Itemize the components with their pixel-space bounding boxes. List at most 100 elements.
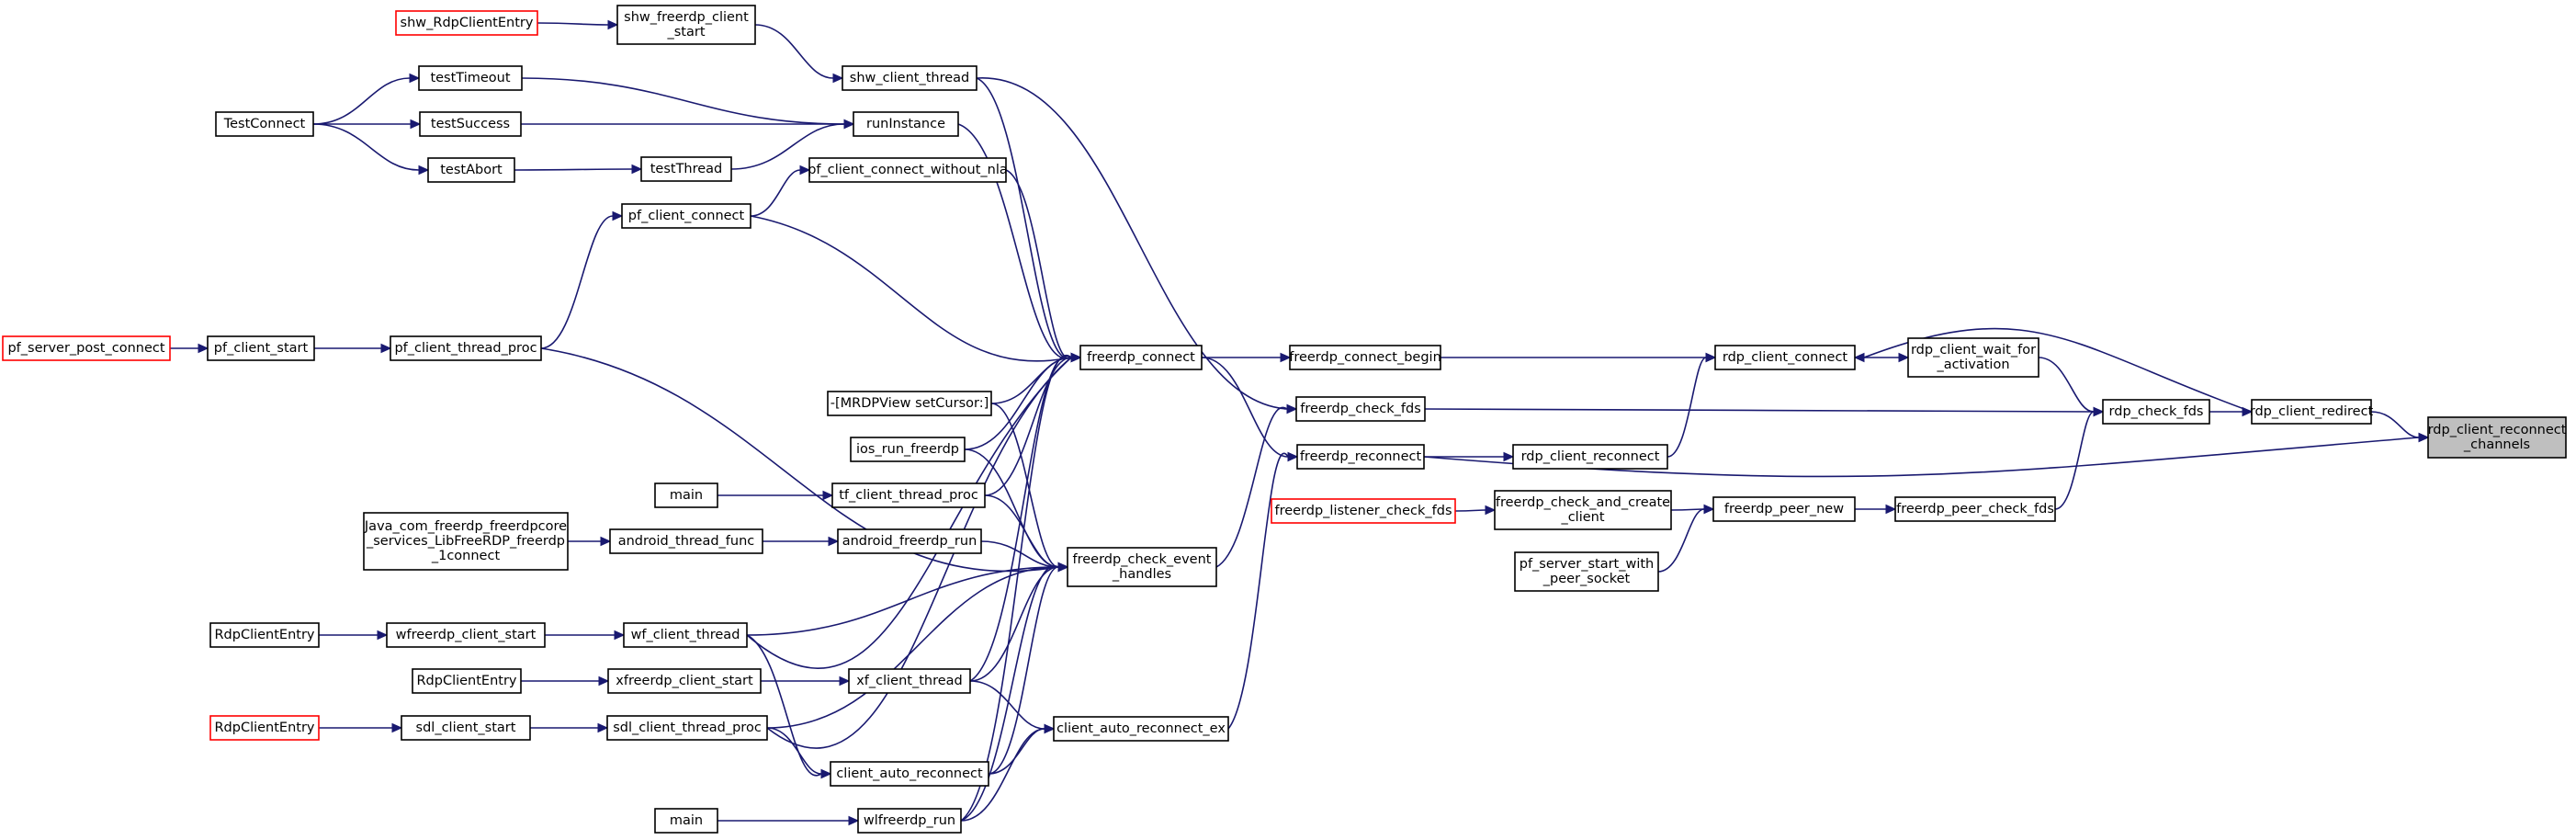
node-TestConnect[interactable]: TestConnect [215, 111, 314, 137]
node-label: testAbort [440, 163, 503, 177]
node-label: _channels [2463, 437, 2530, 452]
edge-wf_client_thread-to-freerdp_check_event_handles [746, 562, 1069, 636]
node-testThread[interactable]: testThread [640, 156, 732, 182]
node-box [427, 157, 515, 183]
node-box [830, 761, 989, 787]
arrowhead [1703, 504, 1715, 515]
node-freerdp-listener-check-fds[interactable]: freerdp_listener_check_fds [1271, 498, 1456, 524]
node-box [1295, 396, 1426, 422]
edge-rdp_client_connect-to-rdp_client_wait_for_activation [1855, 352, 1910, 363]
node-box [1514, 551, 1659, 592]
node-freerdp-reconnect[interactable]: freerdp_reconnect [1296, 444, 1425, 470]
node-box [207, 335, 315, 361]
node-freerdp-peer-new[interactable]: freerdp_peer_new [1712, 496, 1856, 522]
node-label: tf_client_thread_proc [839, 488, 978, 503]
edge-wfreerdp_client_start-to-wf_client_thread [545, 630, 626, 641]
edge-line [754, 24, 834, 79]
node-rdpclient-s[interactable]: RdpClientEntry [209, 715, 320, 741]
node-sdl-client-start[interactable]: sdl_client_start [401, 715, 531, 741]
node-main-tf[interactable]: main [654, 482, 718, 508]
node-main-wl[interactable]: main [654, 808, 718, 834]
node-xfreerdp-client-start[interactable]: xfreerdp_client_start [607, 668, 762, 694]
node-pf-server-start-with-peer-socket[interactable]: pf_server_start_with_peer_socket [1514, 551, 1659, 592]
node-label: client_auto_reconnect_ex [1056, 721, 1226, 736]
arrowhead [799, 165, 811, 176]
node-freerdp-check-and-create-client[interactable]: freerdp_check_and_create_client [1494, 490, 1672, 530]
node-rdp-client-redirect[interactable]: rdp_client_redirect [2250, 399, 2374, 425]
node-rdp-check-fds[interactable]: rdp_check_fds [2102, 399, 2210, 425]
node-label: RdpClientEntry [214, 721, 314, 735]
node-label: rdp_client_wait_for [1911, 343, 2036, 358]
node-label: client_auto_reconnect [836, 766, 983, 781]
node-runInstance[interactable]: runInstance [853, 111, 959, 137]
edge-line [976, 77, 1072, 359]
node-shw-freerdp-client-start[interactable]: shw_freerdp_client_start [616, 5, 756, 45]
node-box [390, 335, 542, 361]
node-label: _client [1560, 510, 1604, 525]
node-shw-client-thread[interactable]: shw_client_thread [842, 65, 977, 91]
node-box [1907, 337, 2039, 378]
node-label: main [670, 813, 703, 828]
node-freerdp-check-fds[interactable]: freerdp_check_fds [1295, 396, 1426, 422]
node-pf-client-start[interactable]: pf_client_start [207, 335, 315, 361]
node-ios-run-freerdp[interactable]: ios_run_freerdp [850, 437, 966, 462]
node-freerdp-check-event-handles[interactable]: freerdp_check_event_handles [1067, 547, 1217, 587]
edge-line [766, 727, 822, 775]
edge-line [964, 357, 1072, 450]
node-client-auto-reconnect[interactable]: client_auto_reconnect [830, 761, 989, 787]
node-android-freerdp-run[interactable]: android_freerdp_run [837, 528, 982, 554]
edge-line [969, 566, 1059, 682]
node-label: shw_RdpClientEntry [401, 16, 534, 30]
node-testAbort[interactable]: testAbort [427, 157, 515, 183]
node-testTimeout[interactable]: testTimeout [418, 65, 523, 91]
edge-sdl_client_start-to-sdl_client_thread_proc [529, 722, 609, 733]
edge-freerdp_connect-to-freerdp_reconnect [1201, 357, 1299, 462]
node-pf-client-thread-proc[interactable]: pf_client_thread_proc [390, 335, 542, 361]
node-pf-client-connect-without-nla[interactable]: pf_client_connect_without_nla [808, 157, 1008, 183]
node-pf-server-post-connect[interactable]: pf_server_post_connect [2, 335, 171, 361]
edge-freerdp_connect-to-freerdp_connect_begin [1202, 352, 1292, 363]
node-java-connect[interactable]: Java_com_freerdp_freerdpcore_services_Li… [363, 512, 569, 571]
node-wf-client-thread[interactable]: wf_client_thread [623, 622, 748, 648]
node-label: rdp_client_reconnect [2428, 423, 2567, 437]
node-pf-client-connect[interactable]: pf_client_connect [621, 203, 751, 229]
node-root[interactable]: rdp_client_reconnect_channels [2427, 416, 2567, 459]
node-freerdp-connect[interactable]: freerdp_connect [1079, 345, 1203, 370]
node-rdp-client-connect[interactable]: rdp_client_connect [1714, 345, 1856, 370]
edge-pf_client_connect-to-pf_client_connect_without_nla [750, 165, 811, 217]
node-wfreerdp-client-start[interactable]: wfreerdp_client_start [386, 622, 546, 648]
node-label: wf_client_thread [631, 628, 740, 642]
node-label: freerdp_check_and_create [1496, 495, 1670, 510]
node-box [848, 668, 971, 694]
node-freerdp-peer-check-fds[interactable]: freerdp_peer_check_fds [1894, 496, 2056, 522]
node-box [1289, 345, 1441, 370]
node-wlfreerdp-run[interactable]: wlfreerdp_run [857, 808, 962, 834]
node-sdl-client-thread-proc[interactable]: sdl_client_thread_proc [606, 715, 768, 741]
node-tf-client-thread-proc[interactable]: tf_client_thread_proc [831, 482, 986, 508]
node-rdp-client-reconnect[interactable]: rdp_client_reconnect [1512, 444, 1668, 470]
node-android-thread-func[interactable]: android_thread_func [609, 528, 763, 554]
edge-testTimeout-to-runInstance [521, 77, 855, 130]
node-box [606, 715, 768, 741]
node-rdp-client-wait-for-activation[interactable]: rdp_client_wait_for_activation [1907, 337, 2039, 378]
node-mrdpview-setcursor[interactable]: -[MRDPView setCursor:] [827, 391, 992, 416]
node-label: rdp_client_reconnect [1521, 449, 1660, 464]
node-box [808, 157, 1007, 183]
node-client-auto-reconnect-ex[interactable]: client_auto_reconnect_ex [1053, 716, 1229, 742]
node-label: Java_com_freerdp_freerdpcore [364, 519, 567, 534]
edge-pf_client_thread_proc-to-freerdp_check_event_handles [540, 347, 1069, 573]
edge-line [540, 215, 614, 349]
node-rdpclient-w[interactable]: RdpClientEntry [209, 622, 320, 648]
node-freerdp-connect-begin[interactable]: freerdp_connect_begin [1289, 345, 1441, 370]
node-xf-client-thread[interactable]: xf_client_thread [848, 668, 971, 694]
node-box [412, 668, 522, 694]
node-label: pf_server_start_with [1520, 557, 1655, 572]
edge-freerdp_connect_begin-to-rdp_client_connect [1441, 352, 1717, 363]
arrowhead [377, 630, 389, 641]
node-testSuccess[interactable]: testSuccess [419, 111, 522, 137]
node-label: shw_client_thread [850, 71, 969, 85]
node-rdpclient-x[interactable]: RdpClientEntry [412, 668, 522, 694]
edge-pf_client_thread_proc-to-pf_client_connect [540, 210, 624, 349]
edge-line [750, 215, 1072, 362]
node-shw-RdpClientEntry[interactable]: shw_RdpClientEntry [395, 10, 538, 36]
